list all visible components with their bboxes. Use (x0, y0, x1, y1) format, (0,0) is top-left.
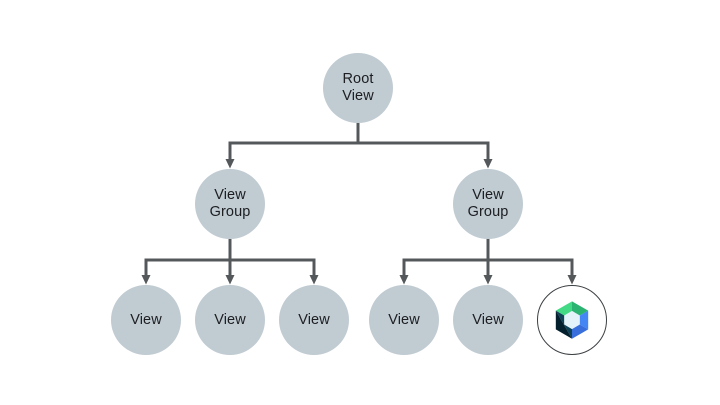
node-view-group-right: View Group (453, 169, 523, 239)
node-label: View (214, 311, 246, 328)
arrowhead (225, 275, 235, 285)
arrowhead (225, 159, 235, 169)
node-view-left-3: View (279, 285, 349, 355)
connector-path (144, 123, 574, 277)
arrowhead (483, 275, 493, 285)
arrowhead (399, 275, 409, 285)
node-label: View (388, 311, 420, 328)
node-label: View Group (209, 187, 251, 220)
node-label: View (130, 311, 162, 328)
node-view-left-2: View (195, 285, 265, 355)
arrowhead (567, 275, 577, 285)
compose-right-face (572, 310, 589, 330)
node-label: Root View (342, 71, 374, 104)
node-view-right-1: View (369, 285, 439, 355)
node-view-left-1: View (111, 285, 181, 355)
node-label: View Group (467, 187, 509, 220)
node-compose-leaf (537, 285, 607, 355)
arrowhead (309, 275, 319, 285)
arrowhead (483, 159, 493, 169)
compose-inner-hexagon (564, 310, 580, 330)
arrowhead (141, 275, 151, 285)
connector-strokes (141, 123, 577, 285)
jetpack-compose-logo-icon (555, 301, 589, 339)
node-view-group-left: View Group (195, 169, 265, 239)
node-label: View (472, 311, 504, 328)
node-root-view: Root View (323, 53, 393, 123)
node-view-right-2: View (453, 285, 523, 355)
node-label: View (298, 311, 330, 328)
